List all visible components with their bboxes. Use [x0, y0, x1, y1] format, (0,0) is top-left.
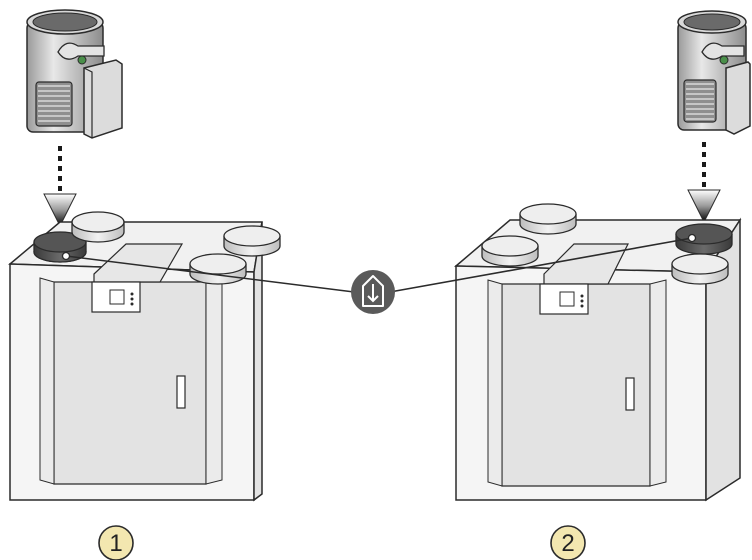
duct-collar-1b: [71, 211, 125, 243]
duct-connection-arrow-icon: [351, 270, 395, 314]
duct-collar-2a: [481, 235, 539, 267]
heater-module-2: [677, 10, 751, 135]
heater-module-1: [26, 9, 123, 139]
duct-collar-2b: [519, 203, 577, 235]
insert-arrow-2: [687, 142, 721, 224]
ventilation-unit-1: [8, 211, 281, 502]
unit-number-badge-1: 1: [98, 525, 134, 560]
callout-lines: [61, 233, 697, 293]
duct-collar-2d: [671, 253, 729, 285]
unit-number-2: 2: [561, 530, 574, 557]
insert-arrow-1: [43, 146, 77, 228]
ventilation-unit-2: [454, 203, 742, 502]
unit-number-1: 1: [109, 530, 122, 557]
unit-number-badge-2: 2: [550, 525, 586, 560]
duct-collar-1d: [189, 253, 247, 285]
duct-collar-1c: [223, 225, 281, 257]
